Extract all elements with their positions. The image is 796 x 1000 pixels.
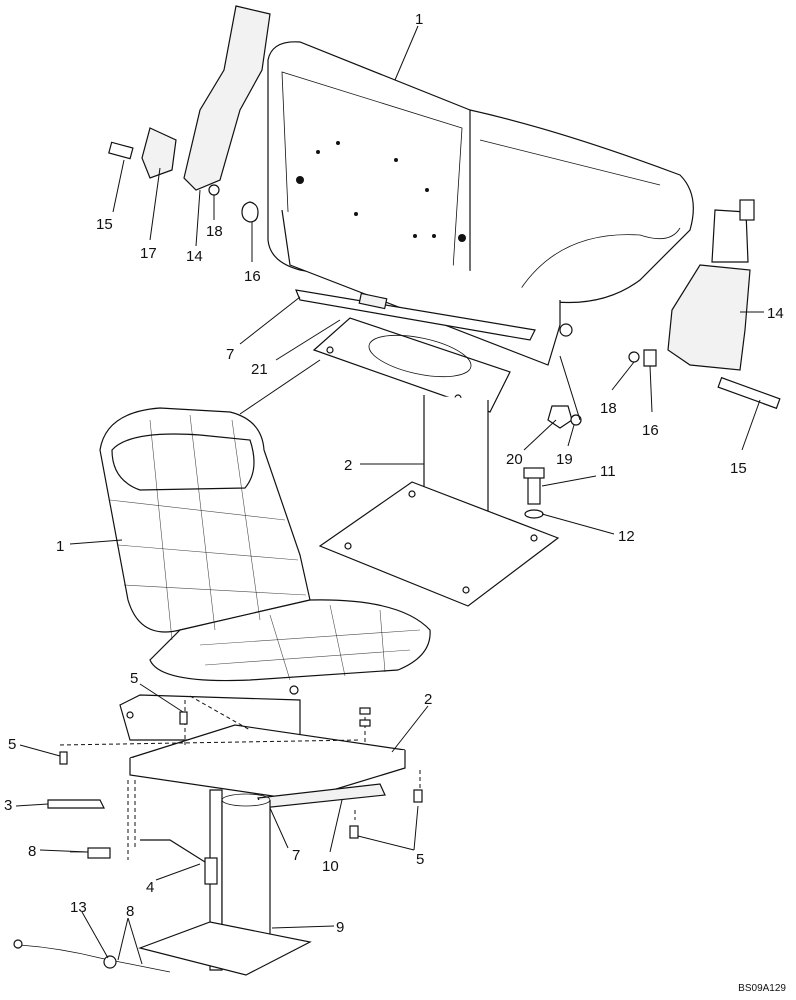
seatbelt-buckle-left xyxy=(183,5,271,191)
seatbelt-buckle-right xyxy=(667,264,751,371)
callout-17: 17 xyxy=(140,245,157,262)
callout-13: 13 xyxy=(70,899,87,916)
callout-8-bottom: 8 xyxy=(126,903,134,920)
callout-10: 10 xyxy=(322,858,339,875)
callout-19: 19 xyxy=(556,451,573,468)
callout-18-right: 18 xyxy=(600,400,617,417)
callout-14-top-left: 14 xyxy=(186,248,203,265)
callout-2-top: 2 xyxy=(344,457,352,474)
figure-reference-code: BS09A129 xyxy=(738,983,786,994)
callout-16-top-left: 16 xyxy=(244,268,261,285)
callout-15-top-left: 15 xyxy=(96,216,113,233)
upper-base-plate xyxy=(318,481,560,607)
upper-seat-cushion xyxy=(469,109,694,304)
callout-7-top: 7 xyxy=(226,346,234,363)
callout-5-c: 5 xyxy=(416,851,424,868)
callout-14-right: 14 xyxy=(767,305,784,322)
callout-1-lower: 1 xyxy=(56,538,64,555)
lower-seat-cushion xyxy=(149,599,431,682)
callout-15-right: 15 xyxy=(730,460,747,477)
leader-lines xyxy=(15,25,764,965)
callout-18-top-left: 18 xyxy=(206,223,223,240)
callout-12: 12 xyxy=(618,528,635,545)
callout-9: 9 xyxy=(336,919,344,936)
callout-1-top: 1 xyxy=(415,11,423,28)
callout-2-lower: 2 xyxy=(424,691,432,708)
lower-base-plate xyxy=(137,921,312,976)
callout-16-right: 16 xyxy=(642,422,659,439)
callout-numbers: 1 15 17 14 18 16 7 21 14 18 16 15 20 19 … xyxy=(4,11,784,936)
callout-4: 4 xyxy=(146,879,154,896)
lower-seat-drawing xyxy=(99,407,431,682)
callout-7-lower: 7 xyxy=(292,847,300,864)
callout-5-b: 5 xyxy=(8,736,16,753)
upper-swivel-plate xyxy=(312,317,511,413)
upper-seat-drawing xyxy=(267,41,694,607)
callout-11: 11 xyxy=(600,463,616,480)
callout-8-left: 8 xyxy=(28,843,36,860)
upper-right-seatbelt-parts xyxy=(523,199,781,519)
callout-5-a: 5 xyxy=(130,670,138,687)
callout-21: 21 xyxy=(251,361,268,378)
lower-suspension-drawing xyxy=(13,685,423,976)
callout-20: 20 xyxy=(506,451,523,468)
upper-left-seatbelt-parts xyxy=(108,5,271,223)
callout-3: 3 xyxy=(4,797,12,814)
